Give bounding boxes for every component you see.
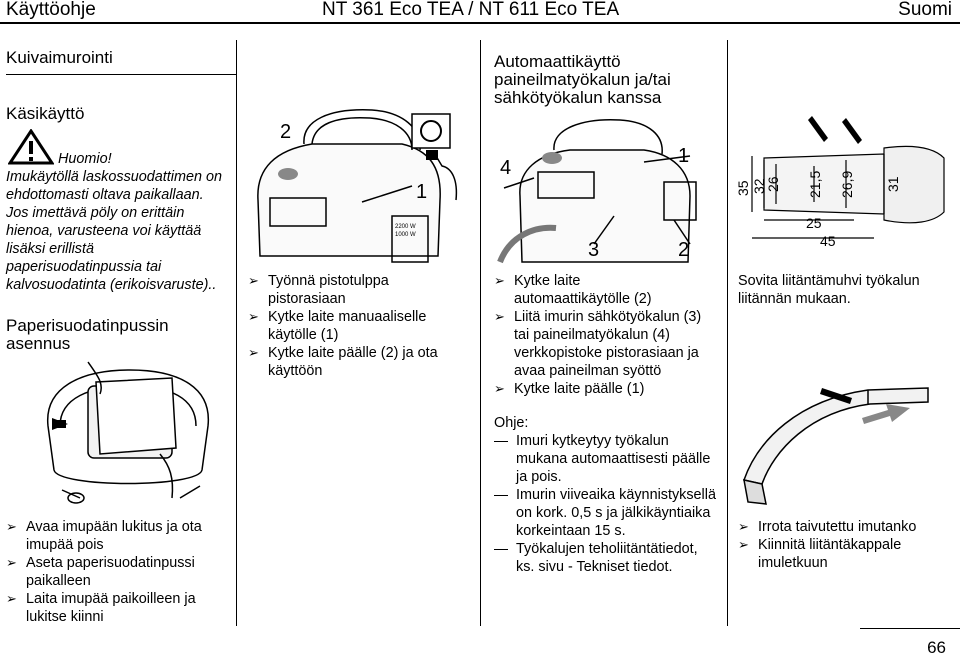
section-title: Automaattikäyttö [494,52,621,71]
subsection-title: Käsikäyttö [6,104,85,123]
adapter-dimension-diagram: 35 32 26 21,5 26,9 31 25 45 [735,116,945,249]
note-title: Ohje: [494,415,529,431]
warning-line: hienoa, varusteena voi käyttää [6,223,202,239]
dimension-label: 35 [735,180,751,196]
vacuum-plug-illustration: 2 1 2200 W 1000 W [257,109,458,263]
warning-line: Imukäytöllä laskossuodattimen on [6,169,222,185]
dimension-label: 25 [806,215,822,231]
warning-line: lisäksi erillistä [6,241,94,257]
column-divider [236,40,237,626]
warning-title: Huomio! [58,151,112,167]
dimension-label: 26,9 [839,171,855,198]
page-number: 66 [927,638,946,657]
section-title: paineilmatyökalun ja/tai [494,70,671,89]
column-divider [480,40,481,626]
step-item: Liitä imurin sähkötyökalun (3)tai painei… [494,308,701,380]
page-header: Käyttöohje NT 361 Eco TEA / NT 611 Eco T… [0,0,960,24]
panel-label: 2200 W [395,224,416,230]
warning-line: paperisuodatinpussia tai [6,259,162,275]
callout-2: 2 [678,239,689,261]
warning-icon [8,129,54,165]
callout-1: 1 [678,145,689,167]
dimension-label: 45 [820,233,836,249]
dimension-label: 32 [751,178,767,194]
callout-1: 1 [416,181,427,203]
step-item: Irrota taivutettu imutanko [738,518,916,536]
section-title: Kuivaimurointi [6,48,113,67]
vacuum-auto-illustration: 4 1 3 2 [497,119,697,264]
header-right: Suomi [898,0,952,20]
callout-4: 4 [500,157,511,179]
warning-line: Jos imettävä pöly on erittäin [6,205,185,221]
bent-tube-illustration [743,387,929,505]
section-title: sähkötyökalun kanssa [494,88,662,107]
dimension-label: 21,5 [807,171,823,198]
note-item: Työkalujen teholiitäntätiedot,ks. sivu -… [494,540,698,576]
column-divider [727,40,728,626]
step-item: Kytke laite päälle (1) [494,380,644,398]
warning-line: ehdottomasti oltava paikallaan. [6,187,204,203]
section-title: Paperisuodatinpussin [6,316,169,335]
panel-label: 1000 W [395,232,416,238]
header-left: Käyttöohje [6,0,96,20]
filter-bag-illustration [47,361,210,504]
callout-3: 3 [588,239,599,261]
section-rule [6,74,236,75]
text-line: Sovita liitäntämuhvi työkalun [738,273,920,289]
callout-2: 2 [280,121,291,143]
header-center: NT 361 Eco TEA / NT 611 Eco TEA [322,0,620,20]
section-title: asennus [6,334,71,353]
dimension-label: 31 [885,176,901,192]
warning-line: kalvosuodatinta (erikoisvaruste).. [6,277,217,293]
dimension-label: 26 [765,176,781,192]
text-line: liitännän mukaan. [738,291,851,307]
footer-rule [860,628,960,629]
